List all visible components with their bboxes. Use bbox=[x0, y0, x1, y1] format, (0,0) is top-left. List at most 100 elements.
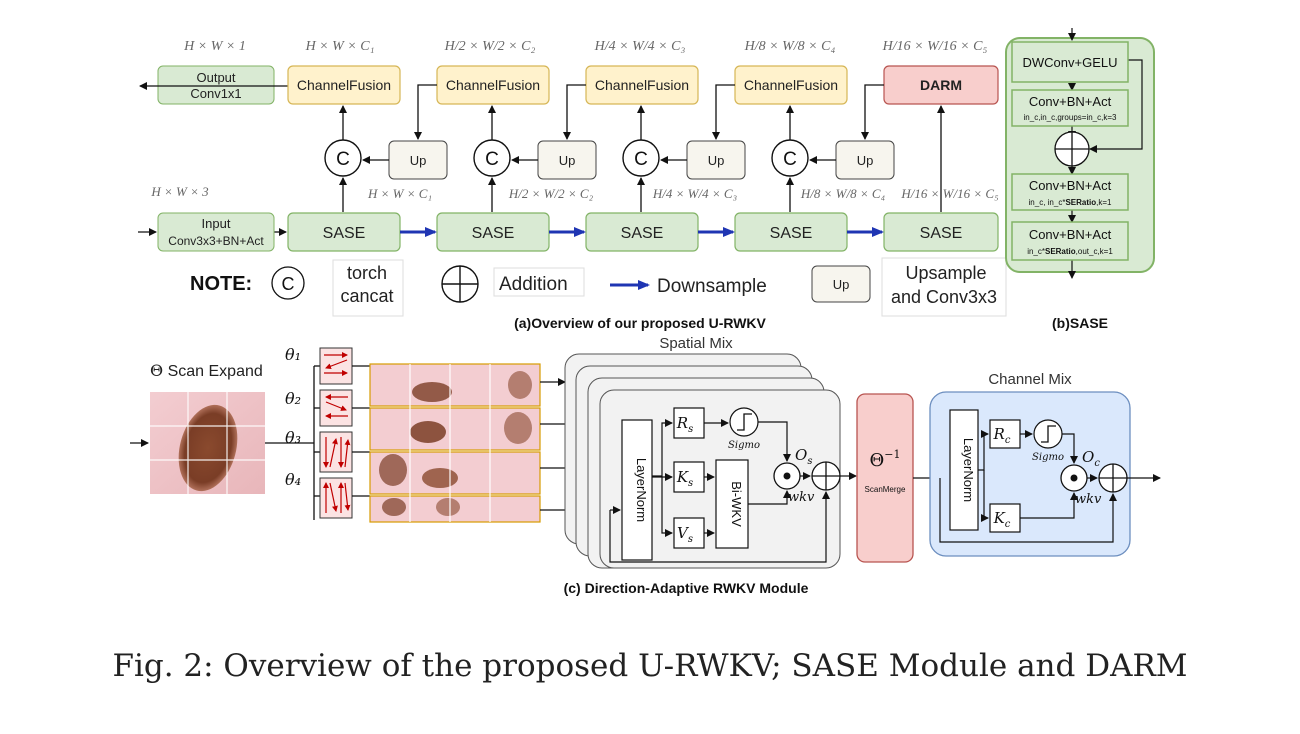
scanmerge-box: Θ−1 ScanMerge bbox=[856, 393, 914, 563]
concat-legend-text-2: cancat bbox=[340, 286, 393, 306]
channel-sigmo-label: Sigmo bbox=[1032, 452, 1064, 463]
scan-direction-icons bbox=[319, 347, 353, 519]
spatial-mix-internals: LayerNorm Rs Ks Vs Bi-WKV Sigmo Os wkv bbox=[609, 407, 857, 563]
channel-layernorm-label: LayerNorm bbox=[961, 438, 976, 502]
theta-inverse-label: Θ−1 bbox=[870, 448, 901, 471]
input-conv-box bbox=[157, 212, 275, 252]
channel-mix-panel: LayerNorm Rc Kc Sigmo Oc wkv bbox=[929, 391, 1161, 557]
vs-box bbox=[673, 517, 705, 549]
svg-text:SASE: SASE bbox=[920, 225, 963, 242]
darm-label: DARM bbox=[920, 77, 962, 93]
oc-label: Oc bbox=[1082, 448, 1100, 469]
svg-text:C: C bbox=[783, 149, 797, 170]
theta1-label: θ₁ bbox=[285, 345, 301, 364]
kc-label: Kc bbox=[993, 509, 1011, 530]
os-label: Os bbox=[795, 446, 812, 467]
note-label: NOTE: bbox=[190, 273, 252, 295]
concat-legend-text: torch bbox=[347, 263, 387, 283]
dim-label-skip-2: H/2 × W/2 × C₂ bbox=[508, 186, 594, 201]
rc-box bbox=[989, 419, 1021, 449]
up-box-4: Up bbox=[835, 140, 895, 180]
channel-multiply-icon bbox=[1060, 464, 1088, 492]
svg-text:Up: Up bbox=[559, 153, 576, 168]
svg-text:SASE: SASE bbox=[323, 225, 366, 242]
darm-module: Θ Scan Expand θ₁ θ₂ θ₃ θ₄ bbox=[130, 335, 1161, 596]
output-conv-box bbox=[157, 65, 275, 105]
dim-label-2: H/2 × W/2 × C₂ bbox=[444, 39, 536, 54]
input-label: Input bbox=[202, 216, 231, 231]
scan-expand-label: Θ Scan Expand bbox=[150, 361, 263, 380]
channel-layernorm-box bbox=[949, 409, 979, 531]
sase-conv2-label: Conv+BN+Act bbox=[1029, 178, 1112, 193]
ks-label: Ks bbox=[676, 468, 693, 489]
sase-dwconv-label: DWConv+GELU bbox=[1023, 55, 1118, 70]
channel-addition-icon bbox=[1098, 463, 1128, 493]
layernorm-label: LayerNorm bbox=[634, 458, 649, 522]
channel-wkv-label: wkv bbox=[1075, 492, 1102, 507]
up-legend-icon bbox=[811, 265, 871, 303]
downsample-legend-text: Downsample bbox=[657, 276, 767, 297]
biwkv-label: Bi-WKV bbox=[729, 481, 744, 527]
scanmerge-label: ScanMerge bbox=[865, 485, 906, 494]
sase-conv1-label: Conv+BN+Act bbox=[1029, 94, 1112, 109]
concat-circle-4: C bbox=[771, 139, 809, 177]
darm-box: DARM bbox=[883, 65, 999, 105]
spatial-mix-label: Spatial Mix bbox=[659, 335, 733, 352]
sase-panel: DWConv+GELU Conv+BN+Act in_c,in_c,groups… bbox=[1005, 28, 1155, 331]
up-box-3: Up bbox=[686, 140, 746, 180]
channel-fusion-label: ChannelFusion bbox=[297, 77, 391, 93]
svg-text:C: C bbox=[634, 149, 648, 170]
channel-fusion-label: ChannelFusion bbox=[595, 77, 689, 93]
layernorm-box bbox=[621, 419, 653, 561]
u-rwkv-overview: H × W × 1 H × W × C₁ H/2 × W/2 × C₂ H/4 … bbox=[138, 39, 1007, 331]
dim-label-5: H/16 × W/16 × C₅ bbox=[882, 39, 988, 54]
channel-fusion-1: ChannelFusion bbox=[287, 65, 401, 105]
subcaption-b: (b)SASE bbox=[1052, 315, 1108, 331]
svg-text:SASE: SASE bbox=[770, 225, 813, 242]
diagram-canvas: H × W × 1 H × W × C₁ H/2 × W/2 × C₂ H/4 … bbox=[130, 28, 1161, 596]
dim-label-skip-5: H/16 × W/16 × C₅ bbox=[900, 186, 998, 201]
svg-text:Up: Up bbox=[410, 153, 427, 168]
channel-fusion-label: ChannelFusion bbox=[744, 77, 838, 93]
channel-fusion-4: ChannelFusion bbox=[734, 65, 848, 105]
channel-fusion-3: ChannelFusion bbox=[585, 65, 699, 105]
up-box-2: Up bbox=[537, 140, 597, 180]
svg-text:Up: Up bbox=[857, 153, 874, 168]
addition-legend-icon bbox=[441, 265, 479, 303]
sase-block-5: SASE bbox=[883, 212, 999, 252]
decoder-connections bbox=[138, 84, 945, 236]
sase-conv3-label: Conv+BN+Act bbox=[1029, 227, 1112, 242]
rs-label: Rs bbox=[676, 414, 693, 435]
svg-text:SASE: SASE bbox=[621, 225, 664, 242]
svg-text:C: C bbox=[282, 274, 295, 294]
lesion-image bbox=[150, 392, 265, 494]
theta3-label: θ₃ bbox=[285, 428, 301, 447]
wkv-label: wkv bbox=[788, 490, 815, 505]
figure-caption: Fig. 2: Overview of the proposed U-RWKV;… bbox=[112, 648, 1188, 684]
scan-fanout bbox=[265, 365, 320, 520]
up-box-1: Up bbox=[388, 140, 448, 180]
sase-block-2: SASE bbox=[436, 212, 550, 252]
sase-addition-icon bbox=[1054, 131, 1090, 167]
sigmoid-icon bbox=[729, 407, 759, 437]
biwkv-box bbox=[715, 459, 749, 549]
scanned-sequences bbox=[352, 363, 541, 523]
output-label: Output bbox=[196, 70, 235, 85]
upsample-legend-text-2: and Conv3x3 bbox=[891, 287, 997, 307]
svg-text:Up: Up bbox=[833, 277, 850, 292]
dim-label-4: H/8 × W/8 × C₄ bbox=[744, 39, 836, 54]
sase-block-3: SASE bbox=[585, 212, 699, 252]
dim-label-output: H × W × 1 bbox=[183, 39, 246, 54]
svg-text:SASE: SASE bbox=[472, 225, 515, 242]
dim-label-input: H × W × 3 bbox=[150, 184, 209, 199]
output-conv-label: Conv1x1 bbox=[190, 86, 241, 101]
channel-sigmoid-icon bbox=[1033, 419, 1063, 449]
theta2-label: θ₂ bbox=[285, 389, 301, 408]
dim-label-skip-4: H/8 × W/8 × C₄ bbox=[800, 186, 886, 201]
sigmo-label: Sigmo bbox=[728, 440, 760, 451]
dim-label-skip-1: H × W × C₁ bbox=[367, 186, 432, 201]
concat-circle-2: C bbox=[473, 139, 511, 177]
sase-conv3-params: in_c*SERatio,out_c,k=1 bbox=[1027, 247, 1113, 256]
concat-circle-3: C bbox=[622, 139, 660, 177]
